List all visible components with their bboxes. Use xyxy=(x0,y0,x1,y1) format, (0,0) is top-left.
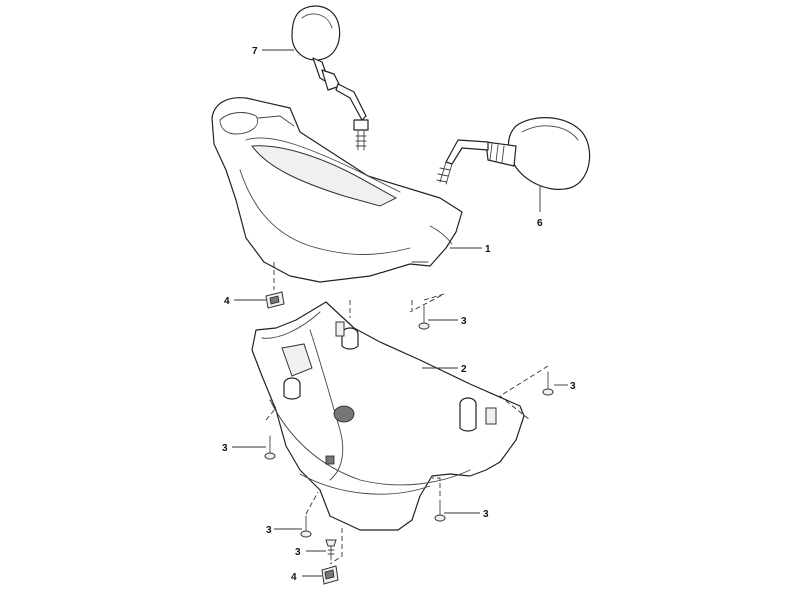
callout-4-lower: 4 xyxy=(291,572,297,583)
assembly-lines xyxy=(265,262,549,565)
screw-bottom-right xyxy=(434,499,446,522)
callout-3-bottom-left: 3 xyxy=(266,525,272,536)
clip-nut-upper xyxy=(265,291,285,309)
callout-1: 1 xyxy=(485,244,491,255)
screw-right xyxy=(542,371,554,396)
screw-bottom-left xyxy=(300,515,312,538)
upper-handlebar-cover xyxy=(211,97,463,283)
screw-top-center xyxy=(418,305,430,330)
lower-handlebar-cover xyxy=(251,301,525,531)
callout-7: 7 xyxy=(252,46,258,57)
screw-left xyxy=(264,435,276,460)
callout-3-bolt: 3 xyxy=(295,547,301,558)
leader-lines xyxy=(232,49,568,577)
callout-3-right: 3 xyxy=(570,381,576,392)
clip-nut-lower xyxy=(321,565,339,585)
bolt-bottom xyxy=(325,539,337,561)
callout-6: 6 xyxy=(537,218,543,229)
callout-4-upper: 4 xyxy=(224,296,230,307)
callout-3-left: 3 xyxy=(222,443,228,454)
mirror-left xyxy=(291,5,369,151)
callout-labels: 7 1 6 4 3 2 3 3 3 3 3 4 xyxy=(222,46,576,583)
callout-3-top-center: 3 xyxy=(461,316,467,327)
mirror-right xyxy=(436,117,591,190)
callout-3-bottom-right: 3 xyxy=(483,509,489,520)
callout-2: 2 xyxy=(461,364,467,375)
